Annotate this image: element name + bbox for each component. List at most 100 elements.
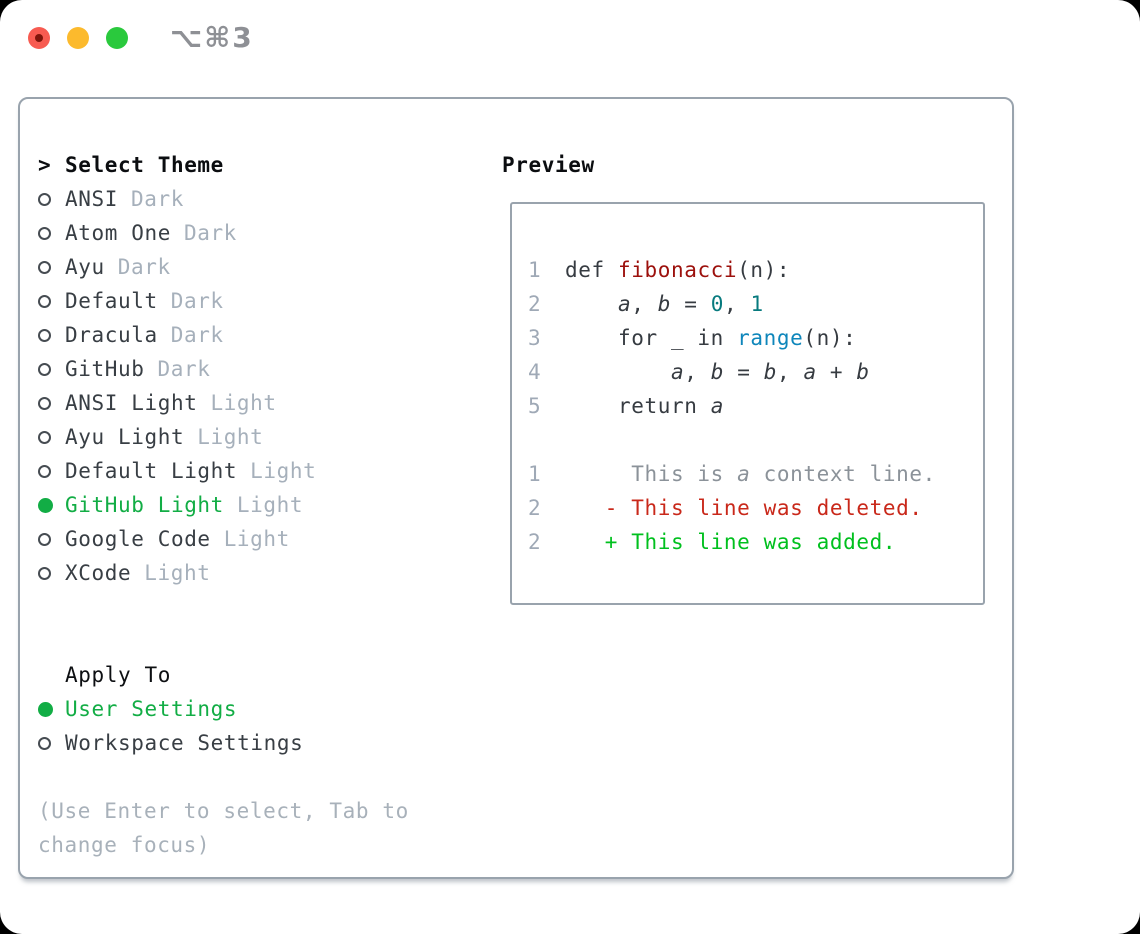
preview-heading: Preview [502, 153, 595, 177]
help-line: change focus) [38, 833, 211, 857]
radio-marker [38, 226, 65, 240]
radio-icon [38, 260, 51, 274]
line-number: 5 [528, 394, 542, 418]
radio-selected-icon [38, 701, 53, 717]
apply-to-option[interactable]: Workspace Settings [38, 726, 409, 760]
code-line: 2 a, b = 0, 1 [528, 287, 983, 321]
line-content: return a [565, 394, 724, 418]
diff-line: 2 + This line was added. [528, 525, 983, 559]
theme-variant-tag: Dark [117, 255, 171, 279]
line-number: 2 [528, 292, 542, 316]
apply-to-heading: Apply To [65, 663, 171, 687]
theme-name: Dracula [65, 323, 158, 347]
theme-option[interactable]: Ayu Dark [38, 250, 409, 284]
apply-to-heading-row: Apply To [38, 658, 409, 692]
theme-name: ANSI Light [65, 391, 198, 415]
spacer [38, 760, 409, 794]
theme-option[interactable]: GitHub Dark [38, 352, 409, 386]
theme-name: Atom One [65, 221, 171, 245]
radio-marker [38, 192, 65, 206]
line-content: - This line was deleted. [565, 496, 923, 520]
theme-option[interactable]: Default Light Light [38, 454, 409, 488]
radio-marker [38, 396, 65, 410]
radio-marker [38, 260, 65, 274]
radio-icon [38, 328, 51, 342]
theme-name: GitHub Light [65, 493, 224, 517]
line-number: 4 [528, 360, 542, 384]
theme-variant-tag: Dark [157, 357, 211, 381]
line-number: 3 [528, 326, 542, 350]
theme-option[interactable]: Dracula Dark [38, 318, 409, 352]
radio-marker [38, 566, 65, 580]
radio-icon [38, 464, 51, 478]
theme-option[interactable]: Google Code Light [38, 522, 409, 556]
theme-variant-tag: Light [144, 561, 211, 585]
diff-line: 1 This is a context line. [528, 457, 983, 491]
close-button[interactable] [28, 27, 50, 49]
radio-marker [38, 497, 65, 513]
theme-name: XCode [65, 561, 132, 585]
theme-name: Default Light [65, 459, 238, 483]
select-theme-heading-row: > Select Theme [38, 148, 409, 182]
line-number: 2 [528, 530, 542, 554]
theme-variant-tag: Light [197, 425, 264, 449]
radio-icon [38, 192, 51, 206]
theme-name: GitHub [65, 357, 145, 381]
radio-marker [38, 328, 65, 342]
theme-variant-tag: Dark [170, 323, 224, 347]
radio-selected-icon [38, 497, 53, 513]
radio-icon [38, 566, 51, 580]
theme-variant-tag: Light [250, 459, 317, 483]
theme-name: ANSI [65, 187, 118, 211]
theme-name: Ayu [65, 255, 105, 279]
prompt-icon: > [38, 153, 52, 177]
minimize-button[interactable] [67, 27, 89, 49]
radio-icon [38, 294, 51, 308]
line-number: 1 [528, 462, 542, 486]
zoom-button[interactable] [106, 27, 128, 49]
radio-marker [38, 532, 65, 546]
theme-variant-tag: Dark [130, 187, 184, 211]
select-theme-heading: Select Theme [65, 153, 224, 177]
line-content: for _ in range(n): [565, 326, 857, 350]
window-title: ⌥⌘3 [170, 21, 254, 54]
line-content: def fibonacci(n): [565, 258, 791, 282]
theme-name: Google Code [65, 527, 211, 551]
diff-line: 2 - This line was deleted. [528, 491, 983, 525]
theme-option[interactable]: ANSI Light Light [38, 386, 409, 420]
code-line: 4 a, b = b, a + b [528, 355, 983, 389]
theme-variant-tag: Light [210, 391, 277, 415]
line-content: a, b = 0, 1 [617, 292, 764, 316]
apply-to-label: User Settings [65, 697, 238, 721]
line-number: 2 [528, 496, 542, 520]
line-content: This is a context line. [565, 462, 936, 486]
line-content: a, b = b, a + b [670, 360, 870, 384]
theme-variant-tag: Light [223, 527, 290, 551]
theme-option[interactable]: Atom One Dark [38, 216, 409, 250]
radio-marker [38, 430, 65, 444]
theme-option[interactable]: XCode Light [38, 556, 409, 590]
code-line: 5 return a [528, 389, 983, 423]
spacer [38, 590, 409, 624]
radio-icon [38, 430, 51, 444]
radio-icon [38, 226, 51, 240]
radio-icon [38, 362, 51, 376]
theme-option[interactable]: ANSI Dark [38, 182, 409, 216]
traffic-lights [28, 27, 128, 49]
help-line: (Use Enter to select, Tab to [38, 799, 409, 823]
spacer [528, 423, 983, 457]
radio-icon [38, 396, 51, 410]
code-line: 3 for _ in range(n): [528, 321, 983, 355]
theme-variant-tag: Dark [183, 221, 237, 245]
apply-to-option[interactable]: User Settings [38, 692, 409, 726]
